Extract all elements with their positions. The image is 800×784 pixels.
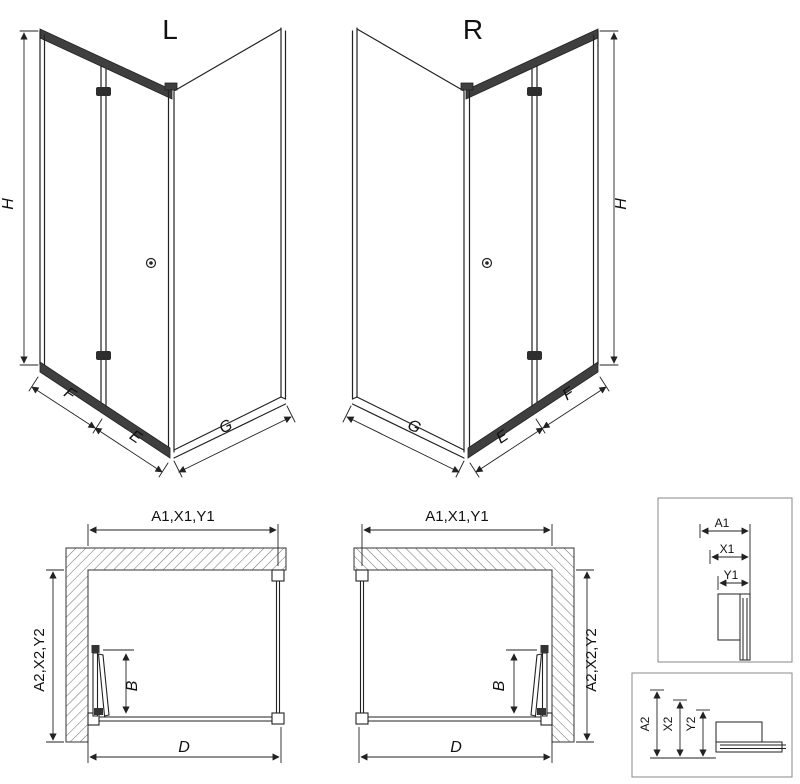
dim-label-height-right: H — [613, 198, 630, 210]
detail-label-a2: A2 — [638, 716, 652, 731]
variant-label-left: L — [162, 14, 178, 45]
dim-label-topwidth-left: A1,X1,Y1 — [151, 508, 214, 525]
detail-label-y2: Y2 — [684, 716, 698, 731]
perspective-drawing-left — [20, 28, 295, 477]
plan-view-left — [46, 524, 286, 763]
dim-label-bottomwidth-right: D — [450, 739, 462, 756]
detail-label-x2: X2 — [661, 716, 675, 731]
dim-label-bottomwidth-left: D — [178, 739, 190, 756]
dim-label-side-right: G — [405, 417, 424, 438]
detail-label-x1: X1 — [720, 542, 735, 556]
variant-label-right: R — [463, 14, 483, 45]
dim-label-height-left: H — [0, 198, 17, 210]
dim-label-projection-right: B — [491, 680, 508, 691]
detail-profile-top — [657, 497, 793, 663]
dim-label-side-left: G — [217, 417, 236, 438]
dim-label-topwidth-right: A1,X1,Y1 — [425, 508, 488, 525]
dim-label-projection-left: B — [124, 680, 141, 691]
detail-profile-bottom — [631, 672, 793, 778]
detail-label-a1: A1 — [715, 516, 730, 530]
plan-view-right — [354, 524, 594, 763]
perspective-drawing-right — [343, 28, 618, 477]
detail-label-y1: Y1 — [724, 568, 739, 582]
dim-label-depth-left: A2,X2,Y2 — [31, 628, 48, 691]
dim-label-depth-right: A2,X2,Y2 — [583, 628, 600, 691]
